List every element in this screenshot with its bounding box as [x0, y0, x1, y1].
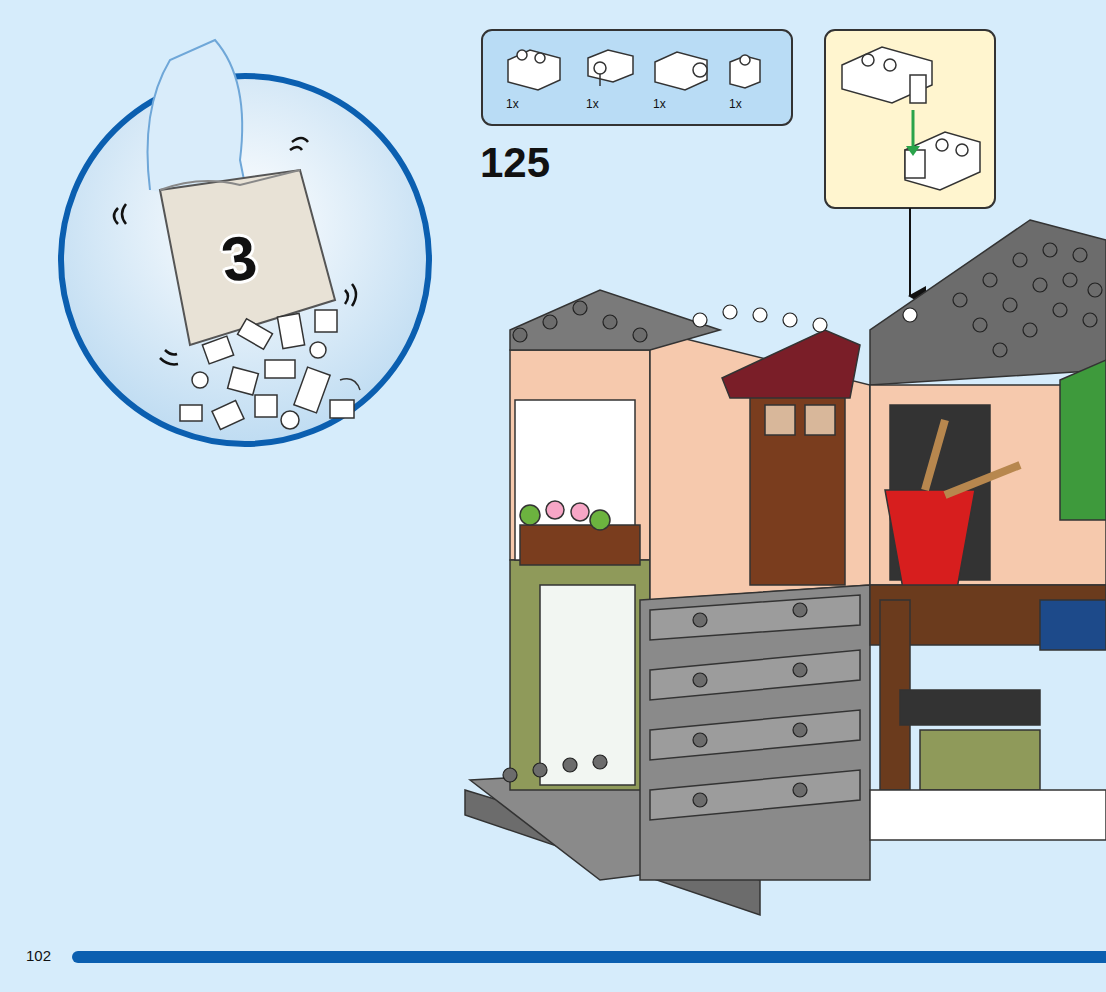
- step-number: 125: [480, 142, 550, 184]
- part-quantity: 1x: [586, 98, 599, 110]
- part-quantity: 1x: [653, 98, 666, 110]
- part-quantity: 1x: [729, 98, 742, 110]
- part-quantity: 1x: [506, 98, 519, 110]
- page-number: 102: [26, 948, 51, 963]
